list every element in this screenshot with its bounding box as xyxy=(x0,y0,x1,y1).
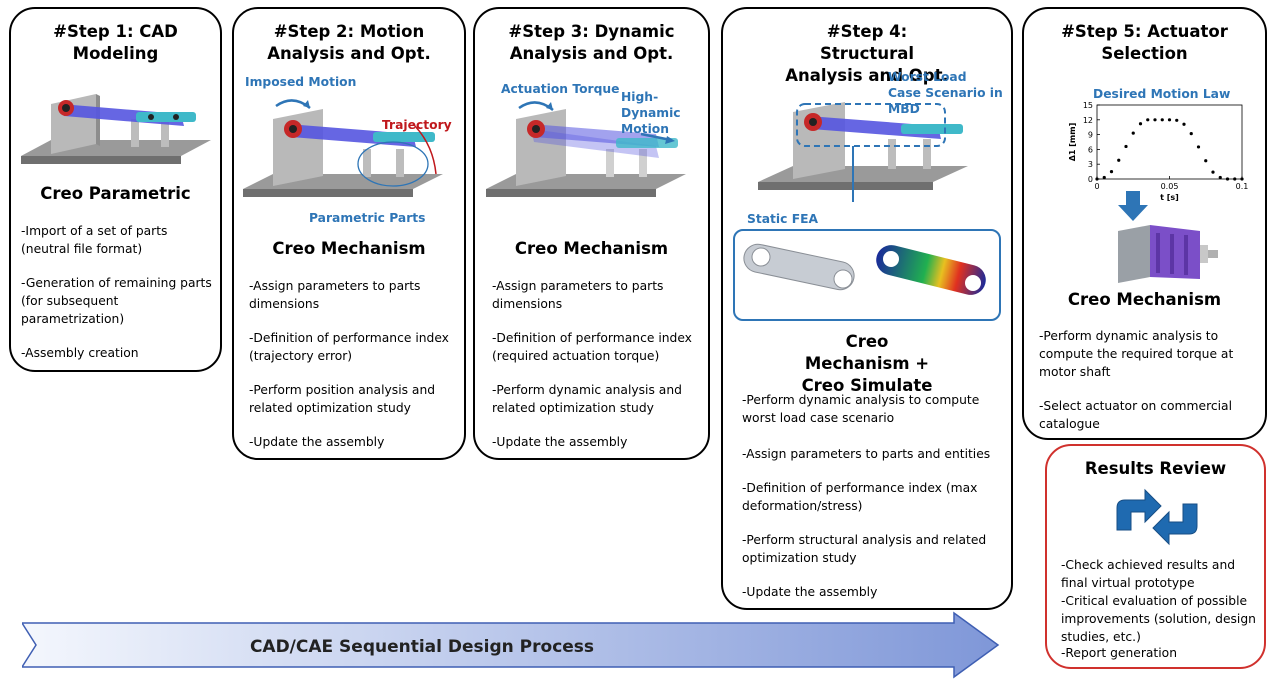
y-tick-label: 9 xyxy=(1088,131,1093,140)
step3-tool: Creo Mechanism xyxy=(514,239,669,258)
results-bullet-2: -Critical evaluation of possible improve… xyxy=(1061,594,1256,644)
data-point xyxy=(1225,177,1230,181)
step2-bullet-1: -Assign parameters to parts dimensions xyxy=(249,279,421,311)
data-point xyxy=(1117,158,1121,162)
step1-panel: #Step 1: CAD Modeling Creo Parametric -I… xyxy=(9,7,222,372)
motion-law-chart: 0 3 6 9 12 15 0 0.05 0.1 t [s] Δ1 [mm] xyxy=(1068,101,1249,201)
data-point xyxy=(1146,118,1150,122)
data-point xyxy=(1204,159,1208,163)
x-tick-label: 0 xyxy=(1094,182,1099,191)
trajectory-label: Trajectory xyxy=(382,118,452,132)
data-point xyxy=(1189,132,1193,136)
cycle-arrows-icon xyxy=(1116,488,1198,546)
step2-bullet-3: -Perform position analysis and related o… xyxy=(249,383,436,415)
motor-image xyxy=(1118,225,1218,283)
step1-bullet-1: -Import of a set of parts (neutral file … xyxy=(21,224,168,256)
chart-title: Desired Motion Law xyxy=(1093,87,1231,101)
step4-mechanism-image xyxy=(758,102,968,202)
step2-tool: Creo Mechanism xyxy=(272,239,426,258)
x-tick-label: 0.1 xyxy=(1236,182,1249,191)
data-point xyxy=(1102,175,1106,180)
y-tick-label: 6 xyxy=(1088,145,1093,154)
fea-result-box xyxy=(733,229,1001,321)
data-point xyxy=(1109,170,1114,174)
step2-panel: #Step 2: Motion Analysis and Opt. Impose… xyxy=(232,7,466,460)
step4-panel: #Step 4: Structural Analysis and Opt. Wo… xyxy=(721,7,1013,610)
process-arrow-shape xyxy=(22,611,1000,679)
actuation-torque-label: Actuation Torque xyxy=(501,82,620,96)
data-point xyxy=(1233,177,1237,181)
results-bullet-3: -Report generation xyxy=(1061,646,1177,660)
data-point xyxy=(1095,177,1099,181)
step5-title: #Step 5: Actuator Selection xyxy=(1061,22,1228,63)
y-tick-label: 12 xyxy=(1083,116,1093,125)
step2-bullet-4: -Update the assembly xyxy=(249,435,385,449)
step4-bullet-1: -Perform dynamic analysis to compute wor… xyxy=(742,393,980,425)
data-point xyxy=(1196,145,1201,149)
x-axis-label: t [s] xyxy=(1160,193,1179,201)
step3-title: #Step 3: Dynamic Analysis and Opt. xyxy=(508,22,675,63)
step4-bullet-2: -Assign parameters to parts and entities xyxy=(742,447,991,461)
y-tick-label: 0 xyxy=(1088,175,1093,184)
step2-bullet-2: -Definition of performance index (trajec… xyxy=(249,331,449,363)
chart-plot-frame xyxy=(1096,104,1243,180)
data-point xyxy=(1160,118,1164,122)
step2-title: #Step 2: Motion Analysis and Opt. xyxy=(267,22,431,63)
step4-title: #Step 4: Structural Analysis and Opt. xyxy=(785,22,949,85)
y-tick-label: 3 xyxy=(1088,160,1093,169)
step1-bullet-2: -Generation of remaining parts (for subs… xyxy=(21,276,212,326)
step4-bullet-4: -Perform structural analysis and related… xyxy=(742,533,987,565)
step3-bullet-4: -Update the assembly xyxy=(492,435,628,449)
worst-load-case-label: Worst Load Case Scenario in MBD xyxy=(888,70,1003,116)
step3-mechanism-image xyxy=(486,101,686,197)
step5-tool: Creo Mechanism xyxy=(1067,290,1222,309)
down-arrow-icon xyxy=(1118,191,1148,221)
results-title: Results Review xyxy=(1084,459,1227,478)
step3-bullet-1: -Assign parameters to parts dimensions xyxy=(492,279,664,311)
data-point xyxy=(1138,122,1143,126)
step5-bullet-2: -Select actuator on commercial catalogue xyxy=(1039,399,1232,431)
step5-bullet-1: -Perform dynamic analysis to compute the… xyxy=(1039,329,1234,379)
data-point xyxy=(1182,122,1186,126)
y-tick-label: 15 xyxy=(1083,101,1093,110)
results-review-panel: Results Review -Check achieved results a… xyxy=(1045,444,1266,669)
step3-bullet-2: -Definition of performance index (requir… xyxy=(492,331,692,363)
data-point xyxy=(1124,144,1128,149)
data-point xyxy=(1211,170,1215,174)
fea-parts-image xyxy=(743,243,986,295)
data-point xyxy=(1167,118,1172,122)
x-tick-label: 0.05 xyxy=(1161,182,1179,191)
data-point xyxy=(1218,175,1222,180)
step4-bullet-5: -Update the assembly xyxy=(742,585,878,599)
static-fea-label: Static FEA xyxy=(747,212,819,226)
step3-panel: #Step 3: Dynamic Analysis and Opt. Actua… xyxy=(473,7,710,460)
data-point xyxy=(1175,118,1179,122)
step3-bullet-3: -Perform dynamic analysis and related op… xyxy=(492,383,682,415)
step4-bullet-3: -Definition of performance index (max de… xyxy=(742,481,978,513)
process-arrow-label: CAD/CAE Sequential Design Process xyxy=(249,637,595,657)
step1-cad-model-image xyxy=(21,94,211,164)
step1-title: #Step 1: CAD Modeling xyxy=(53,22,178,63)
y-axis-label: Δ1 [mm] xyxy=(1068,123,1077,162)
data-point xyxy=(1153,118,1157,122)
step1-bullet-3: -Assembly creation xyxy=(21,346,139,360)
imposed-motion-label: Imposed Motion xyxy=(245,75,357,89)
data-point xyxy=(1240,177,1244,181)
parametric-parts-label: Parametric Parts xyxy=(309,211,426,225)
process-arrow: CAD/CAE Sequential Design Process xyxy=(22,611,1002,681)
step4-tool: Creo Mechanism + Creo Simulate xyxy=(801,332,933,395)
data-point xyxy=(1131,131,1135,135)
step1-tool: Creo Parametric xyxy=(40,184,191,203)
results-bullet-1: -Check achieved results and final virtua… xyxy=(1061,558,1236,590)
high-dynamic-motion-label: High-Dynamic Motion xyxy=(621,90,681,136)
step2-mechanism-image xyxy=(243,99,443,197)
step5-panel: #Step 5: Actuator Selection Desired Moti… xyxy=(1022,7,1267,440)
